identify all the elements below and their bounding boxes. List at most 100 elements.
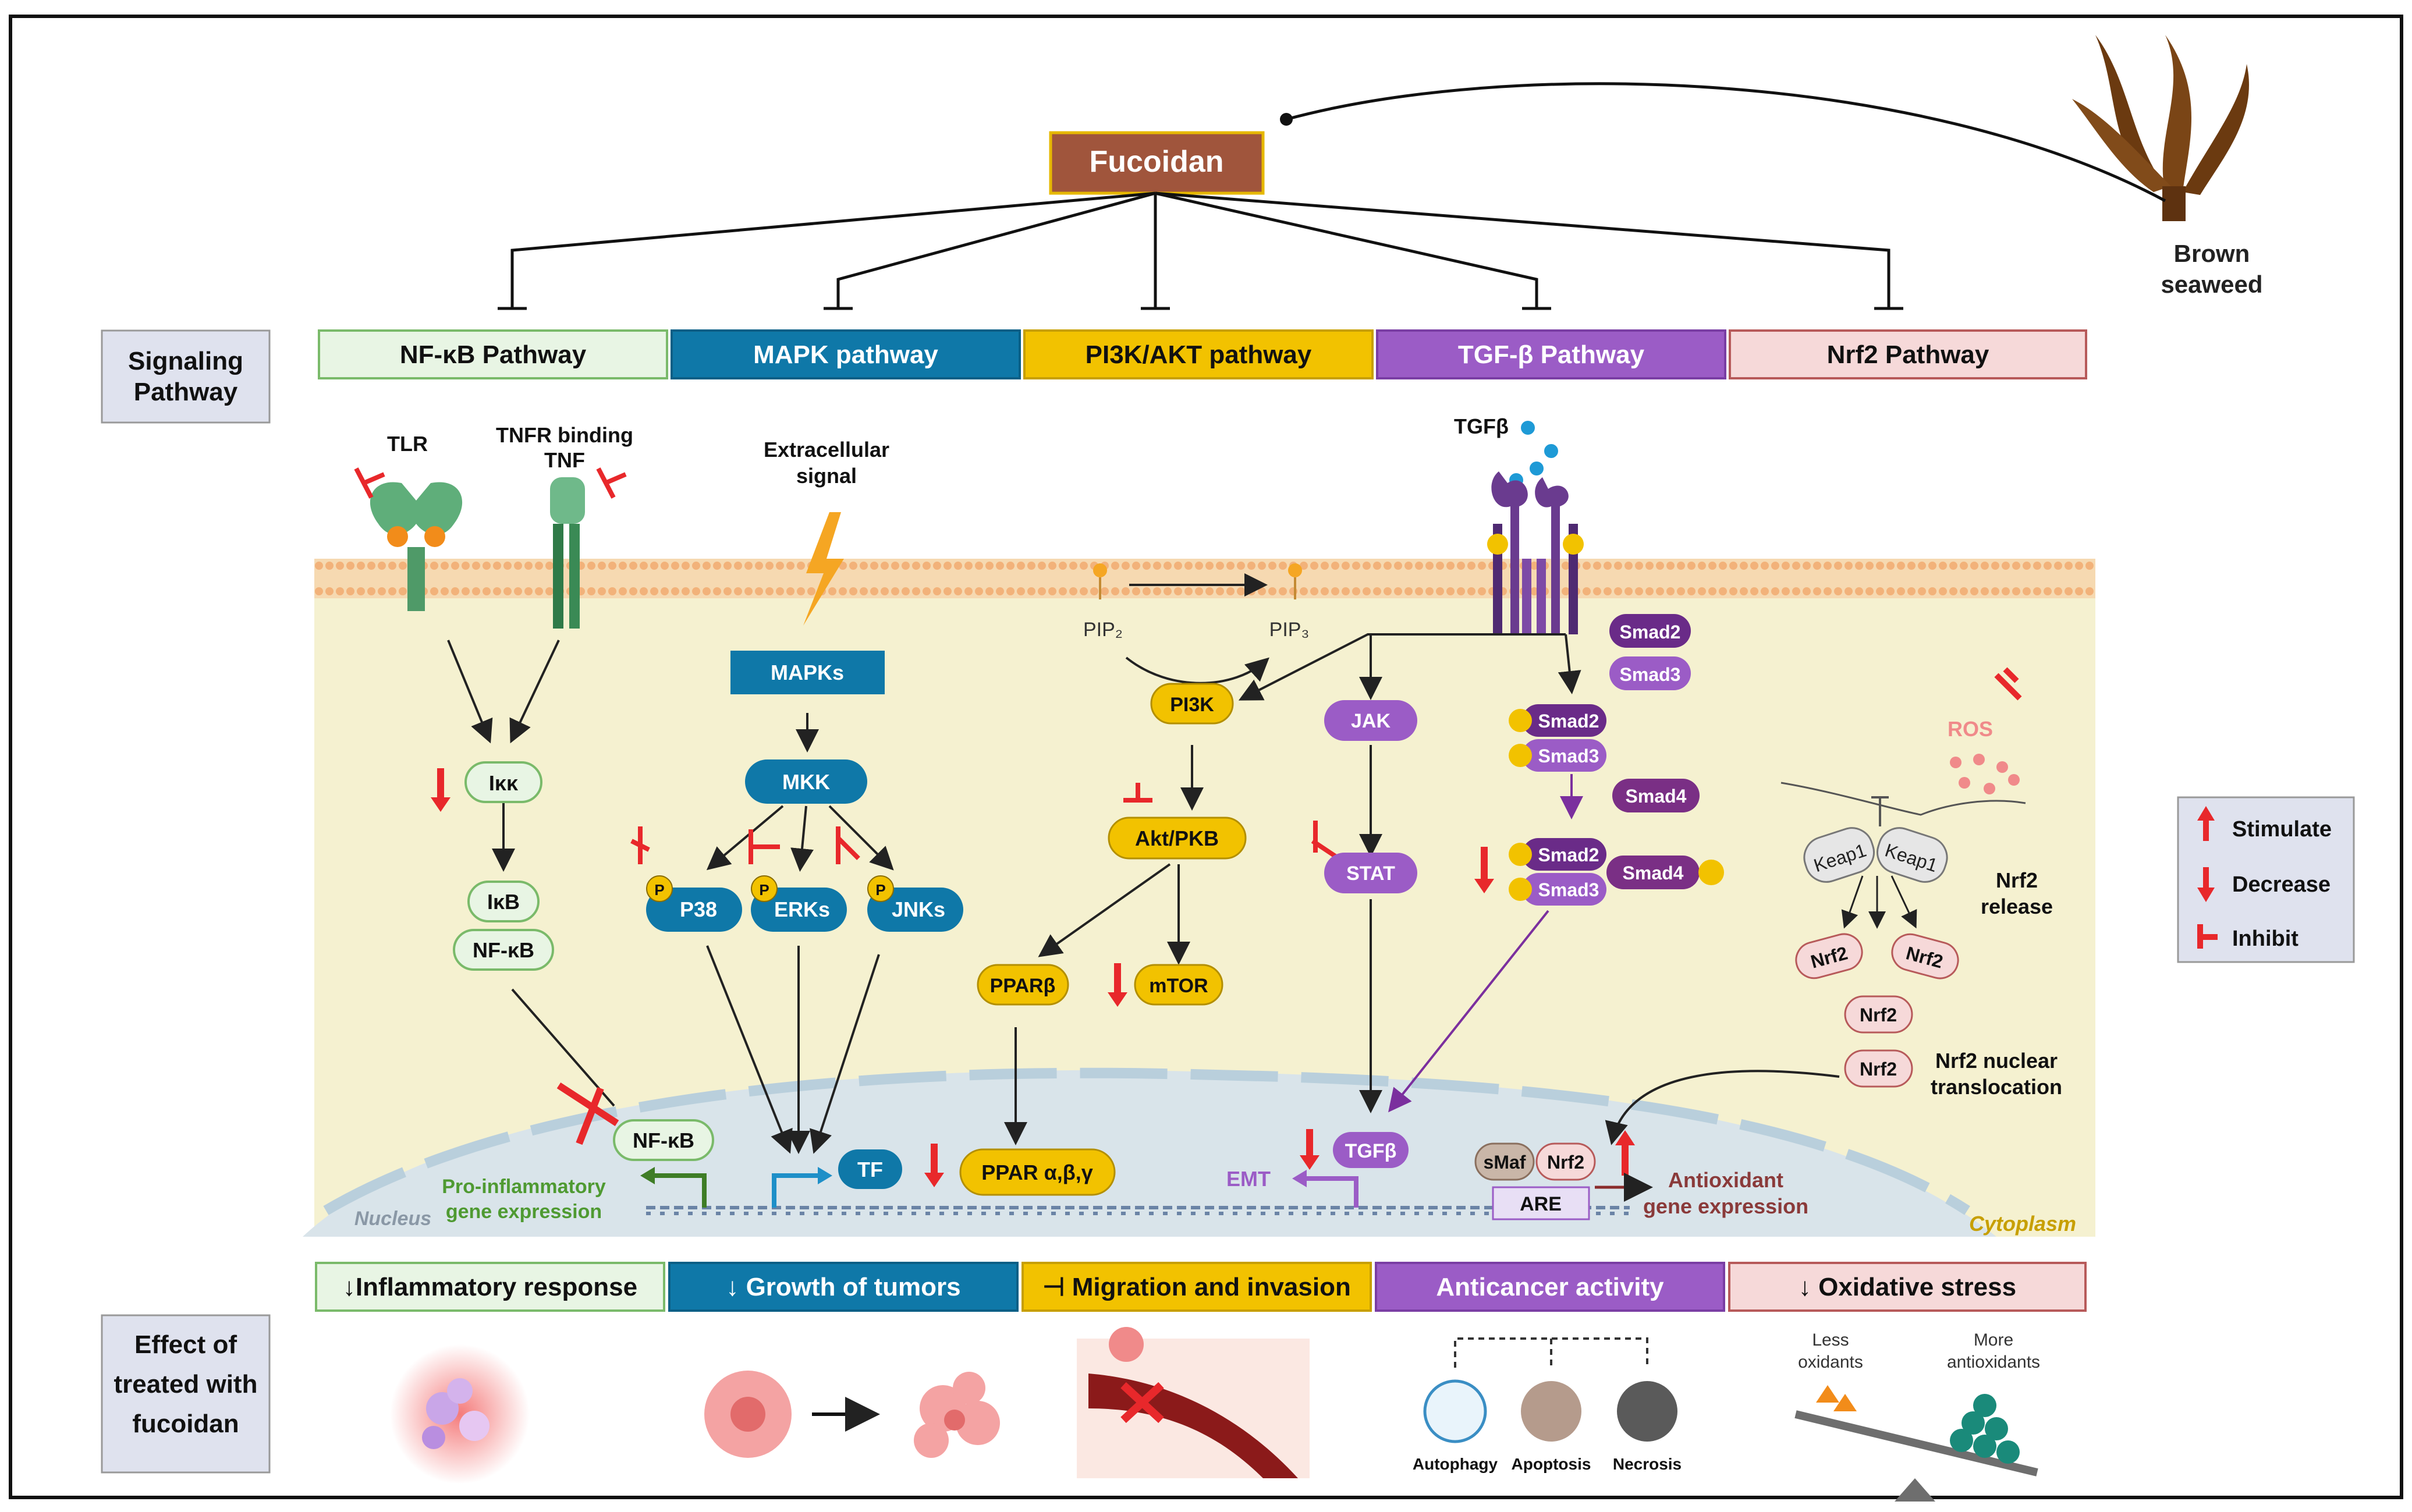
complex-smad2-node (1522, 838, 1606, 871)
pathway-label-pi3k: PI3K/AKT pathway (1086, 340, 1312, 369)
pathway-label-nfkb: NF-κB Pathway (400, 340, 587, 369)
tlr-label: TLR (387, 432, 428, 456)
pathway-label-nrf2: Nrf2 Pathway (1827, 340, 1989, 369)
pathway-box-tgf (1376, 329, 1726, 379)
smad4-free-label: Smad4 (1626, 786, 1687, 807)
nrf2-bound-node (1535, 1142, 1596, 1181)
tnfr-receptor-icon (550, 477, 585, 629)
complex-smad2-label: Smad2 (1538, 844, 1599, 865)
fucoidan-label: Fucoidan (1089, 145, 1223, 179)
legend-stimulate: Stimulate (2232, 817, 2332, 842)
pathway-box-pi3k (1023, 329, 1374, 379)
emt-label: EMT (1226, 1167, 1271, 1191)
effect-label-1: Effect of (134, 1330, 237, 1359)
effect-box-migration (1021, 1262, 1372, 1312)
nrf2-free-center (1844, 995, 1913, 1034)
pip3-label: PIP₃ (1269, 619, 1310, 641)
mtor-node (1134, 964, 1223, 1006)
extracellular-signal-label-2: signal (796, 464, 857, 488)
antioxidant-label-2: gene expression (1643, 1194, 1808, 1218)
ros-label: ROS (1948, 717, 1993, 741)
ros-particles (1950, 754, 2020, 794)
nfkb-nucleus-node (613, 1119, 714, 1161)
effect-label-2: treated with (114, 1370, 258, 1399)
pip2-label: PIP₂ (1083, 619, 1123, 641)
nrf2-translocation-label-2: translocation (1931, 1075, 2062, 1099)
effect-label-inflammatory: ↓Inflammatory response (343, 1273, 637, 1301)
nucleus-label: Nucleus (354, 1208, 431, 1230)
jak-label: JAK (1351, 710, 1391, 732)
smad2-free-label: Smad2 (1620, 622, 1681, 643)
more-antioxidants-label-1: More (1974, 1330, 2013, 1350)
nrf2-translocating-label: Nrf2 (1860, 1059, 1897, 1080)
gene-expression-label-1: Pro-inflammatory (442, 1176, 606, 1198)
ikb-node (467, 881, 540, 922)
autophagy-label: Autophagy (1413, 1455, 1498, 1473)
mkk-node (745, 759, 867, 804)
nrf2-translocation-label-1: Nrf2 nuclear (1935, 1049, 2058, 1073)
tgfb-nucleus-node (1333, 1132, 1409, 1168)
anticancer-illustration (1423, 1337, 1677, 1443)
effect-box-tumor (668, 1262, 1019, 1312)
jnks-node (867, 888, 963, 932)
smad2-free-node (1609, 614, 1691, 648)
effect-label-anticancer: Anticancer activity (1436, 1273, 1664, 1301)
signaling-row-label-box (101, 329, 271, 424)
effect-row-label-box (101, 1314, 271, 1474)
ikk-node (464, 761, 542, 803)
tlr-receptor-icon (370, 482, 463, 611)
tf-node (838, 1149, 902, 1189)
pparb-node (977, 964, 1069, 1006)
erks-label: ERKs (774, 897, 830, 921)
complex-smad3-node (1522, 873, 1606, 906)
pathway-box-nrf2 (1729, 329, 2087, 379)
legend-inhibit: Inhibit (2232, 927, 2299, 951)
seaweed-label-1: Brown (2174, 240, 2250, 267)
tumor-growth-illustration (704, 1371, 1000, 1458)
effect-box-oxidative (1728, 1262, 2087, 1312)
effect-label-migration: ⊣ Migration and invasion (1042, 1273, 1351, 1301)
are-node (1492, 1186, 1590, 1220)
pparb-label: PPARβ (990, 975, 1056, 997)
erks-phospho: P (759, 881, 769, 899)
membrane-lipid-heads (315, 562, 2094, 595)
are-label: ARE (1520, 1193, 1562, 1215)
less-oxidants-label-2: oxidants (1798, 1353, 1863, 1372)
apoptosis-label: Apoptosis (1512, 1455, 1591, 1473)
pathway-box-mapk (671, 329, 1021, 379)
nrf2-free-left (1795, 933, 1863, 979)
mapks-label: MAPKs (771, 661, 844, 684)
smad3-free-label: Smad3 (1620, 664, 1681, 685)
seaweed-label-2: seaweed (2161, 271, 2262, 298)
ros-inhibit-icon (1994, 667, 2022, 701)
nfkb-inhibit-icon (556, 1082, 619, 1145)
effect-box-inflammatory (315, 1262, 665, 1312)
mtor-label: mTOR (1149, 975, 1208, 997)
tnfr-inhibit-icon (596, 467, 627, 499)
nfkb-label: NF-κB (473, 938, 534, 962)
nrf2-release-label-1: Nrf2 (1996, 868, 2038, 892)
tgfb-ligand-label: TGFβ (1454, 414, 1509, 438)
nfkb-node (453, 929, 554, 971)
signaling-label-2: Pathway (134, 378, 238, 406)
pathway-label-mapk: MAPK pathway (753, 340, 938, 369)
pi3k-label: PI3K (1170, 694, 1214, 716)
effect-label-tumor: ↓ Growth of tumors (726, 1273, 960, 1301)
erks-inhibit-icon (749, 829, 780, 864)
fucoidan-box (1049, 131, 1265, 195)
p38-label: P38 (680, 897, 717, 921)
psmad2-node (1522, 704, 1606, 737)
necrosis-label: Necrosis (1613, 1455, 1682, 1473)
complex-smad4-node (1606, 856, 1700, 889)
stat-node (1324, 853, 1417, 893)
brown-seaweed-icon (2072, 35, 2249, 221)
jnks-phospho: P (875, 881, 885, 899)
stat-label: STAT (1346, 863, 1395, 885)
smad4-free-node (1612, 779, 1700, 812)
antioxidant-label-1: Antioxidant (1668, 1168, 1783, 1192)
pathway-box-nfkb (318, 329, 668, 379)
effect-box-anticancer (1375, 1262, 1725, 1312)
p38-node (646, 888, 742, 932)
legend-decrease: Decrease (2232, 872, 2331, 897)
